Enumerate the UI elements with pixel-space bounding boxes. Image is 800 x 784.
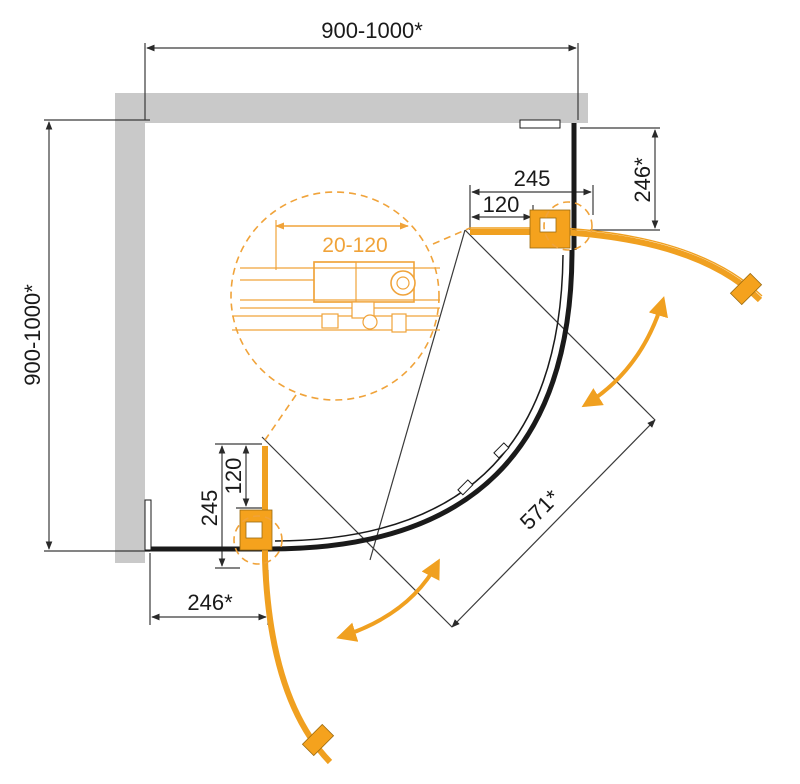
right-swing-arrow [581, 296, 668, 408]
walls [115, 93, 588, 563]
right-hinge-circle [543, 201, 593, 251]
left-door-open [233, 446, 335, 765]
detail-adjust-label: 20-120 [322, 234, 387, 257]
left-hinge-circle [233, 515, 283, 565]
left-door-245-label: 245 [197, 490, 222, 527]
detail-profile: 20-120 [232, 220, 440, 333]
curved-door-track [269, 249, 575, 552]
left-depth-dimension: 900-1000* [20, 119, 150, 552]
left-swing-arrow [336, 558, 440, 642]
bottom-offset-label: 246* [187, 590, 233, 615]
right-offset-dimension: 246* [580, 127, 660, 231]
side-wall [115, 93, 145, 563]
right-door-245-label: 245 [514, 166, 551, 191]
left-door-dimensions: 245 120 [197, 443, 262, 569]
detail-circle [230, 191, 440, 401]
top-width-label: 900-1000* [321, 18, 423, 43]
diagonal-label: 571* [515, 485, 565, 535]
fixed-panels [144, 119, 577, 552]
adjustment-detail-callout: 20-120 [230, 191, 471, 441]
top-width-dimension: 900-1000* [144, 18, 579, 120]
left-door-120-label: 120 [221, 458, 246, 495]
right-door-120-label: 120 [483, 192, 520, 217]
right-door-open [470, 201, 763, 306]
curved-door-inner [274, 254, 564, 542]
bottom-offset-dimension: 246* [149, 553, 269, 625]
right-offset-label: 246* [630, 157, 655, 203]
swing-arrows [336, 296, 668, 642]
back-wall [115, 93, 588, 123]
left-depth-label: 900-1000* [20, 284, 45, 386]
right-door-dimensions: 245 120 [469, 166, 594, 230]
